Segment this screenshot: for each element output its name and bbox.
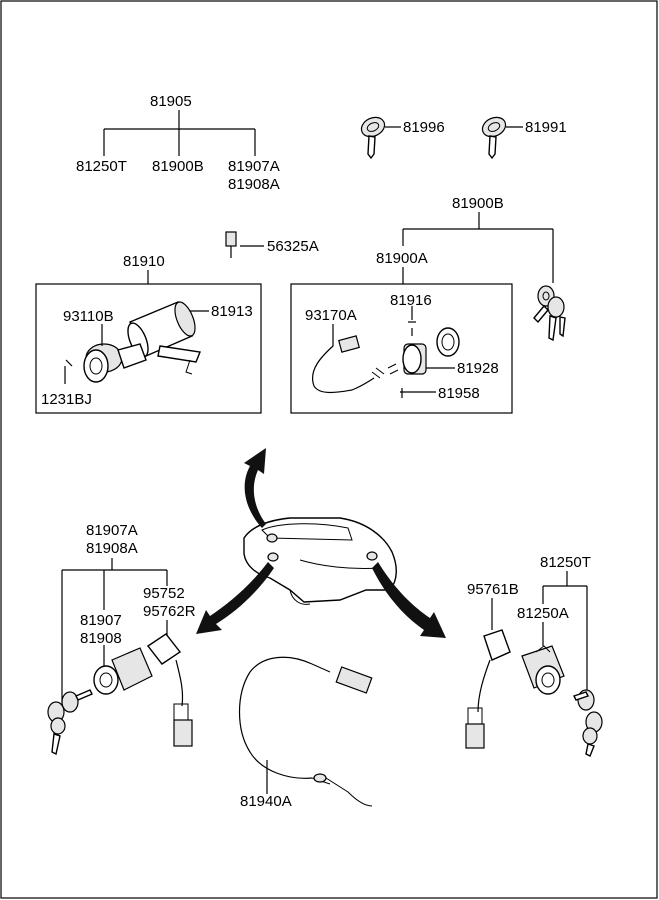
key-81991-icon <box>481 116 523 160</box>
ignition-switch-81907-icon <box>93 633 193 747</box>
cable-81940A-icon <box>238 656 373 807</box>
label-56325A: 56325A <box>267 238 319 255</box>
arrow-right-icon <box>372 562 446 638</box>
label-81908A-left: 81908A <box>86 540 138 557</box>
label-95762R: 95762R <box>143 603 196 620</box>
label-81958: 81958 <box>438 385 480 402</box>
label-81991: 81991 <box>525 119 567 136</box>
label-81907A-top: 81907A <box>228 158 280 175</box>
label-93170A: 93170A <box>305 307 357 324</box>
label-81910: 81910 <box>123 253 165 270</box>
label-81907: 81907 <box>80 612 122 629</box>
label-81900B-right: 81900B <box>452 195 504 212</box>
label-81913: 81913 <box>211 303 253 320</box>
label-81908: 81908 <box>80 630 122 647</box>
label-95752: 95752 <box>143 585 185 602</box>
label-81940A: 81940A <box>240 793 292 810</box>
tree-81907A <box>61 558 168 706</box>
label-93110B: 93110B <box>63 308 114 325</box>
label-81905: 81905 <box>150 93 192 110</box>
lock-cylinder-81910-icon <box>64 301 209 384</box>
trunk-lock-81250A-icon <box>465 629 565 749</box>
key-pair-81250T-icon <box>573 689 603 757</box>
label-81250T-right: 81250T <box>540 554 591 571</box>
door-lock-81900A-icon <box>312 306 460 398</box>
key-81996-icon <box>360 116 401 160</box>
label-81908A-top: 81908A <box>228 176 280 193</box>
label-95761B: 95761B <box>467 581 519 598</box>
label-81250T-top: 81250T <box>76 158 127 175</box>
arrow-up-icon <box>244 448 266 528</box>
label-81907A-left: 81907A <box>86 522 138 539</box>
key-pair-81900B-icon <box>533 285 566 342</box>
car-icon <box>243 517 397 605</box>
box-81900A <box>290 283 513 414</box>
label-1231BJ: 1231BJ <box>41 391 92 408</box>
arrow-left-icon <box>196 562 274 634</box>
label-81928: 81928 <box>457 360 499 377</box>
tree-81905 <box>103 110 256 156</box>
screw-56325A-icon <box>225 231 264 258</box>
label-81996: 81996 <box>403 119 445 136</box>
box-81910 <box>35 283 262 414</box>
key-pair-81907A-icon <box>47 689 93 756</box>
label-81250A: 81250A <box>517 605 569 622</box>
tree-81900B <box>402 212 554 283</box>
label-81900B-top: 81900B <box>152 158 204 175</box>
label-81916: 81916 <box>390 292 432 309</box>
tree-81250T <box>491 571 588 690</box>
label-81900A: 81900A <box>376 250 428 267</box>
